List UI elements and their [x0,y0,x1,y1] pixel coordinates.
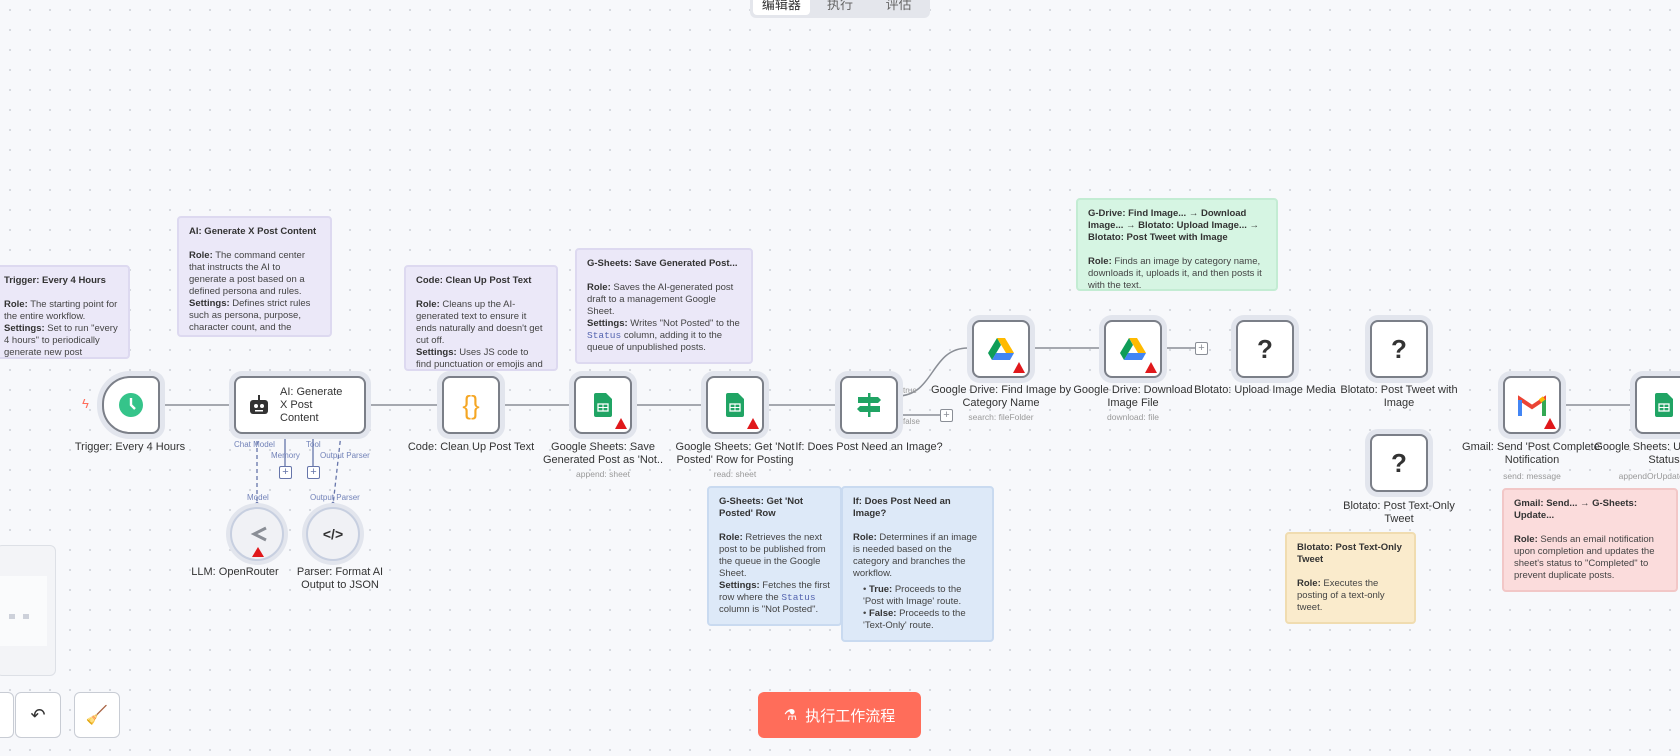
node-trigger[interactable] [102,376,160,434]
openrouter-icon [250,526,267,542]
google-sheets-icon [726,393,744,417]
node-sheets-save[interactable] [574,376,632,434]
node-label: Blotato: Post Tweet with Image [1340,384,1458,409]
node-subtitle: read: sheet [713,469,757,479]
google-drive-icon [988,337,1014,360]
node-label: Google Drive: Find Image by Category Nam… [930,384,1071,409]
robot-icon [250,395,268,414]
sticky-note-code[interactable]: Code: Clean Up Post Text Role: Cleans up… [404,265,558,371]
handle-label: Model [247,493,269,502]
node-label: Parser: Format AI Output to JSON [296,566,384,591]
add-node-false-button[interactable]: + [940,409,953,422]
node-label: Blotato: Post Text-Only Tweet [1343,500,1455,525]
warning-icon [1145,362,1157,373]
handle-label: Chat Model [234,440,275,449]
undo-button[interactable]: ↶ [15,692,61,738]
minimap[interactable] [0,545,56,676]
handle-label: Tool [306,440,321,449]
node-label: Gmail: Send 'Post Complete' Notification [1462,441,1602,466]
node-label: Trigger: Every 4 Hours [74,441,186,453]
node-code[interactable]: {} [442,376,500,434]
unknown-node-icon: ? [1391,333,1407,364]
sticky-note-save[interactable]: G-Sheets: Save Generated Post... Role: S… [575,248,753,364]
undo-icon: ↶ [30,704,46,725]
sticky-note-trigger[interactable]: Trigger: Every 4 Hours Role: The startin… [0,265,130,359]
node-ai-agent[interactable]: AI: Generate X Post Content [234,376,366,434]
node-label: If: Does Post Need an Image? [795,441,943,453]
node-llm-openrouter[interactable] [230,507,284,561]
view-tabs: 编辑器 执行 评估 [750,0,930,18]
node-subtitle: appendOrUpdate: sheet [1618,471,1680,481]
node-sheets-update[interactable] [1635,376,1680,434]
unknown-node-icon: ? [1257,333,1273,364]
output-label-false: false [903,417,920,426]
sticky-note-get[interactable]: G-Sheets: Get 'Not Posted' Row Role: Ret… [707,486,842,626]
unknown-node-icon: ? [1391,447,1407,478]
gmail-icon [1518,395,1546,416]
node-drive-download[interactable] [1104,320,1162,378]
sticky-note-drive[interactable]: G-Drive: Find Image... → Download Image.… [1076,198,1278,291]
node-subtitle: search: fileFolder [968,412,1034,422]
google-sheets-icon [1655,393,1673,417]
code-icon: </> [322,526,344,542]
tidy-up-button[interactable]: 🧹 [74,692,120,738]
sticky-note-text-tweet[interactable]: Blotato: Post Text-Only Tweet Role: Exec… [1285,532,1416,624]
warning-icon [1544,418,1556,429]
signpost-icon [857,393,881,417]
zoom-button[interactable] [0,692,14,738]
google-sheets-icon [594,393,612,417]
add-tool-button[interactable]: + [307,466,320,479]
add-node-button[interactable]: + [1195,342,1208,355]
handle-label: Output Parser [310,493,360,502]
node-title: AI: Generate X Post Content [280,385,343,424]
node-subtitle: send: message [1503,471,1561,481]
execute-workflow-button[interactable]: ⚗ 执行工作流程 [758,692,921,738]
google-drive-icon [1120,337,1146,360]
tab-editor[interactable]: 编辑器 [753,0,810,15]
node-gmail[interactable] [1503,376,1561,434]
warning-icon [1013,362,1025,373]
sticky-note-if[interactable]: If: Does Post Need an Image? Role: Deter… [841,486,994,642]
trigger-bolt-icon: ϟ [82,396,89,411]
node-output-parser[interactable]: </> [306,507,360,561]
node-subtitle: append: sheet [576,469,630,479]
warning-icon [615,418,627,429]
tab-executions[interactable]: 执行 [827,0,854,12]
sticky-note-gmail[interactable]: Gmail: Send... → G-Sheets: Update... Rol… [1502,488,1678,592]
node-label: Code: Clean Up Post Text [407,441,535,453]
warning-icon [747,418,759,429]
node-blotato-tweet-text[interactable]: ? [1370,434,1428,492]
warning-icon [252,547,264,557]
handle-label: Output Parser [320,451,370,460]
broom-icon: 🧹 [85,704,109,725]
handle-label: Memory [271,451,300,460]
execute-workflow-label: 执行工作流程 [805,707,896,725]
node-label: Blotato: Upload Image Media [1194,384,1336,396]
node-subtitle: download: file [1107,412,1159,422]
edge-true [896,347,969,397]
node-sheets-get[interactable] [706,376,764,434]
braces-icon: {} [462,389,480,420]
node-drive-find[interactable] [972,320,1030,378]
node-label: Google Sheets: Save Generated Post as 'N… [542,441,664,466]
flask-icon: ⚗ [783,707,798,724]
node-label: Google Sheets: Update Post Status [1594,441,1680,466]
add-memory-button[interactable]: + [279,466,292,479]
node-blotato-tweet-image[interactable]: ? [1370,320,1428,378]
node-label: Google Drive: Download Image File [1073,384,1193,409]
output-label-true: true [903,386,917,395]
node-label: LLM: OpenRouter [191,566,279,578]
clock-icon [119,393,143,417]
sticky-note-ai[interactable]: AI: Generate X Post Content Role: The co… [177,216,332,337]
node-blotato-upload[interactable]: ? [1236,320,1294,378]
tab-evaluations[interactable]: 评估 [885,0,912,12]
node-label: Google Sheets: Get 'Not Posted' Row for … [675,441,795,466]
node-if[interactable] [840,376,898,434]
